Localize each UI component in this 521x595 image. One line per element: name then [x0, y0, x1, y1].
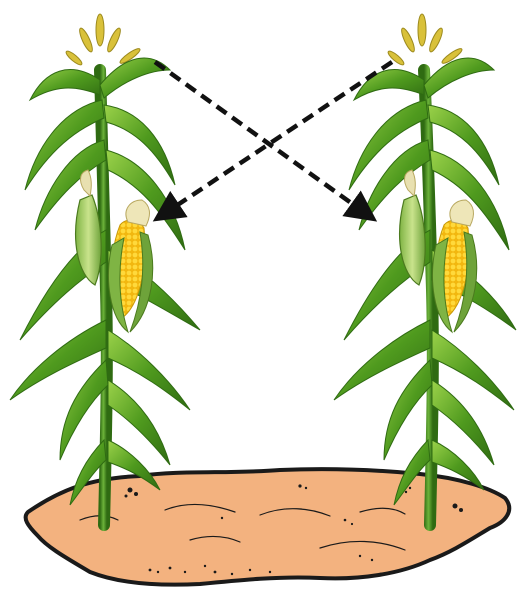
corn-plant-left	[10, 14, 200, 525]
corn-plant-right	[334, 14, 516, 525]
corn-ear-right	[433, 200, 477, 332]
arrow-left-tassel-to-right-ear	[155, 62, 372, 218]
corn-ear-left	[109, 200, 153, 332]
pollination-arrows	[155, 62, 392, 218]
arrow-right-tassel-to-left-ear	[158, 62, 392, 218]
corn-tassel-left	[64, 14, 141, 67]
corn-tassel-right	[386, 14, 463, 67]
